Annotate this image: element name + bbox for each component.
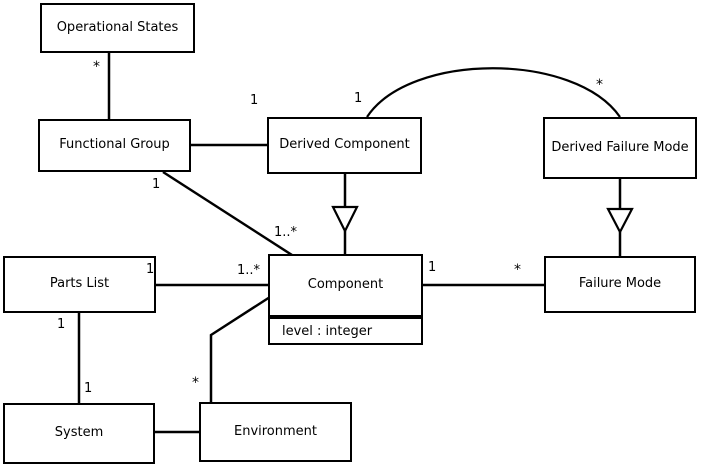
attribute-component-level: level : integer — [282, 323, 373, 339]
multiplicity-functional-group-derived-component: 1 — [250, 93, 259, 108]
generalization-triangle-failure-mode — [606, 207, 634, 235]
class-attributes-component: level : integer — [268, 317, 423, 345]
multiplicity-arc-derived-failure-mode: * — [596, 77, 603, 93]
class-box-failure-mode[interactable]: Failure Mode — [544, 256, 696, 313]
edge-functional-group-component — [162, 170, 293, 257]
class-name-environment: Environment — [233, 423, 317, 439]
multiplicity-arc-derived-component: 1 — [354, 91, 363, 106]
class-box-derived-component[interactable]: Derived Component — [267, 117, 422, 174]
class-name-system: System — [54, 425, 104, 441]
class-name-component: Component — [307, 277, 384, 293]
multiplicity-parts-list-system-target: 1 — [84, 381, 93, 396]
class-name-derived-failure-mode: Derived Failure Mode — [551, 139, 689, 155]
class-name-derived-component: Derived Component — [279, 137, 410, 153]
multiplicity-component-failure-mode-source: 1 — [428, 260, 437, 275]
multiplicity-functional-group-component-target: 1..* — [274, 225, 298, 240]
multiplicity-parts-list-system-source: 1 — [57, 317, 66, 332]
generalization-triangle-component — [331, 205, 359, 234]
class-box-environment[interactable]: Environment — [199, 402, 352, 462]
class-box-system[interactable]: System — [3, 403, 155, 464]
class-box-functional-group[interactable]: Functional Group — [38, 119, 191, 172]
class-name-operational-states: Operational States — [56, 19, 179, 35]
multiplicity-parts-list-component-source: 1 — [146, 262, 155, 277]
multiplicity-parts-list-component-target: 1..* — [237, 263, 261, 278]
multiplicity-operational-states: * — [93, 59, 100, 75]
multiplicity-component-failure-mode-target: * — [514, 262, 521, 278]
edge-component-environment — [209, 295, 271, 402]
edge-derived-component-derived-failure-mode-arc — [366, 67, 621, 118]
class-name-failure-mode: Failure Mode — [578, 276, 662, 292]
class-name-functional-group: Functional Group — [59, 137, 170, 153]
class-name-parts-list: Parts List — [49, 276, 110, 292]
class-box-parts-list[interactable]: Parts List — [3, 256, 156, 313]
class-box-component[interactable]: Component — [268, 254, 423, 317]
multiplicity-component-environment: * — [192, 375, 199, 391]
multiplicity-functional-group-component-source: 1 — [152, 177, 161, 192]
class-box-operational-states[interactable]: Operational States — [40, 3, 195, 53]
class-box-derived-failure-mode[interactable]: Derived Failure Mode — [543, 117, 697, 179]
